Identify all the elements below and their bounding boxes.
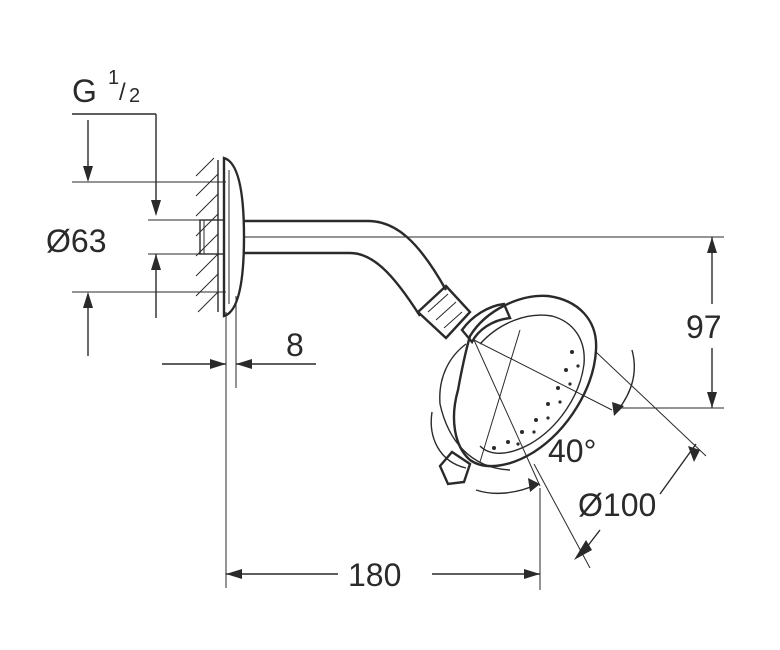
spray-angle-dimension: 40° bbox=[475, 349, 635, 495]
wall-gap-dimension: 8 bbox=[162, 296, 316, 588]
thread-dimension-numerator: 1 bbox=[108, 67, 119, 89]
thread-dimension-prefix: G bbox=[72, 73, 97, 109]
head-diameter-dimension: Ø100 bbox=[533, 351, 707, 569]
shower-arm bbox=[244, 219, 472, 340]
head-diameter-label: Ø100 bbox=[578, 487, 656, 523]
spray-angle-label: 40° bbox=[548, 433, 596, 469]
thread-dimension-slash: / bbox=[119, 79, 126, 106]
projection-label: 180 bbox=[348, 557, 401, 593]
flange-diameter-label: Ø63 bbox=[46, 223, 106, 259]
thread-dimension-denominator: 2 bbox=[129, 85, 140, 107]
drop-dimension: 97 bbox=[360, 236, 724, 409]
thread-dimension: G 1 / 2 bbox=[72, 67, 200, 318]
flange-diameter-dimension: Ø63 bbox=[46, 120, 226, 356]
shower-head bbox=[430, 294, 613, 487]
wall-flange bbox=[199, 156, 246, 318]
wall-gap-label: 8 bbox=[286, 327, 304, 363]
spray-nozzles bbox=[492, 350, 580, 450]
drop-label: 97 bbox=[686, 309, 722, 345]
projection-dimension: 180 bbox=[226, 488, 541, 593]
